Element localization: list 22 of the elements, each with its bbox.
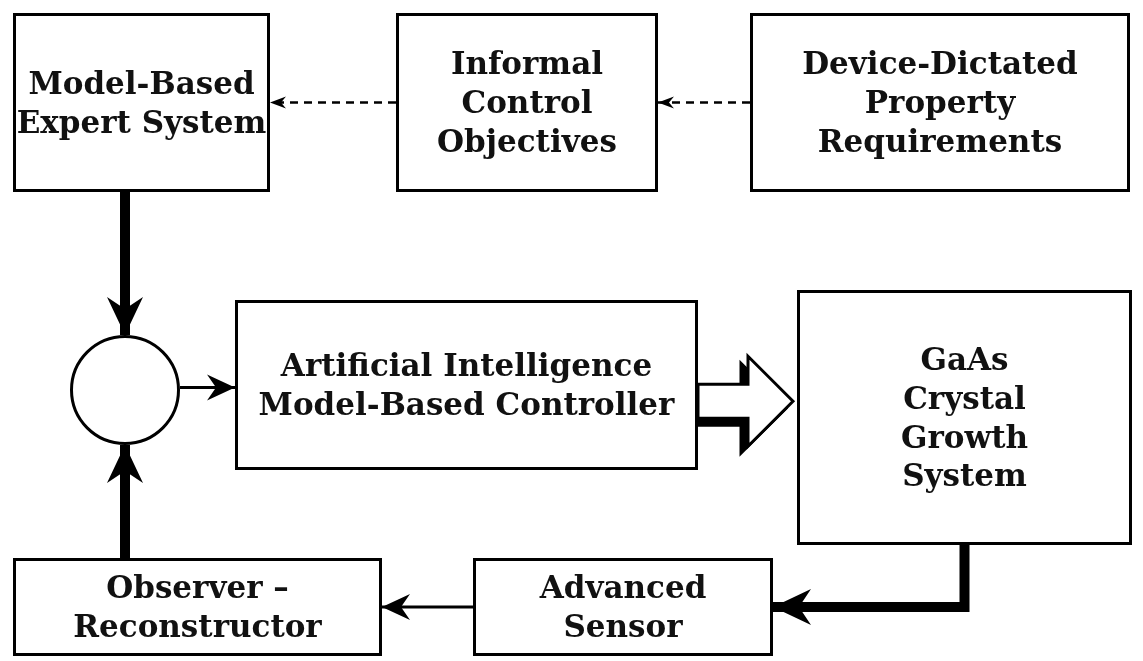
box-label: Artificial Intelligence Model-Based Controller bbox=[257, 346, 676, 424]
box-label: Device-Dictated Property Requirements bbox=[801, 44, 1079, 161]
process-box bbox=[13, 558, 382, 656]
arrow bbox=[658, 96, 750, 109]
arrow bbox=[107, 445, 143, 558]
arrow bbox=[773, 545, 970, 625]
process-box bbox=[396, 13, 658, 192]
process-box bbox=[750, 13, 1130, 192]
box-label: Observer – Reconstructor bbox=[72, 568, 323, 646]
box-label: Informal Control Objectives bbox=[436, 44, 618, 161]
process-box bbox=[13, 13, 270, 192]
box-label: GaAs Crystal Growth System bbox=[900, 340, 1029, 495]
block-arrow bbox=[696, 352, 796, 450]
arrow bbox=[382, 594, 473, 620]
process-box bbox=[473, 558, 773, 656]
process-box bbox=[797, 290, 1132, 545]
arrow bbox=[180, 374, 235, 401]
box-label: Model-Based Expert System bbox=[16, 63, 267, 142]
arrow bbox=[270, 96, 396, 109]
arrow bbox=[107, 192, 143, 335]
box-label: Advanced Sensor bbox=[538, 568, 708, 646]
process-box bbox=[235, 300, 698, 470]
